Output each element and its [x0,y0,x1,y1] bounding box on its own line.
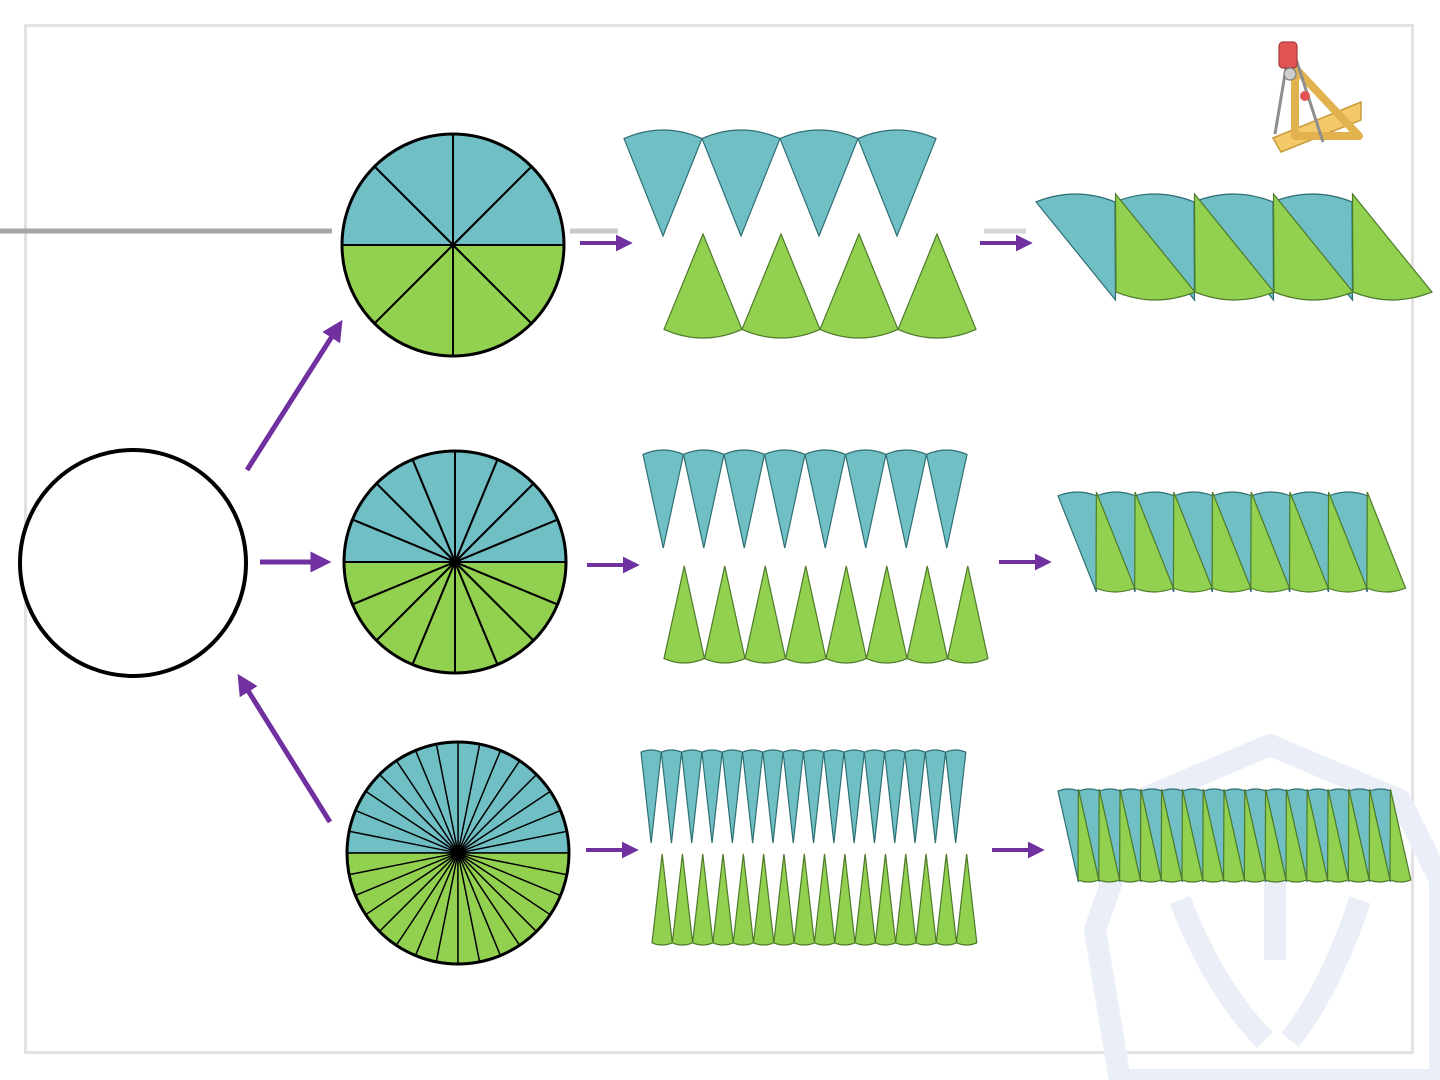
compass-ruler-icon [1271,41,1363,153]
piece-top [802,749,825,844]
piece-top [623,129,703,238]
piece-top [823,749,845,844]
piece-top [762,749,784,844]
branch-arrow [244,319,343,472]
piece-bottom [773,853,795,946]
piece-bottom [906,565,949,664]
piece-top [844,449,887,549]
piece-bottom [854,853,876,946]
piece-top [857,129,937,238]
strip-piece-bottom [1351,192,1433,301]
piece-bottom [651,853,673,946]
source-circle [18,448,248,678]
piece-top [682,449,725,549]
piece-bottom [793,853,816,946]
piece-bottom [813,853,836,946]
piece-top [721,749,744,844]
piece-bottom [874,853,897,946]
piece-bottom [834,853,856,946]
piece-top [723,449,766,549]
piece-bottom [819,232,899,339]
row-16-sectors [342,449,1407,675]
piece-top [925,449,968,549]
divided-circle-outline [340,132,566,358]
piece-top [782,749,805,844]
piece-top [863,749,886,844]
piece-top [660,749,683,844]
piece-top [804,449,847,549]
piece-bottom [897,232,977,339]
piece-bottom [752,853,775,946]
piece-top [640,749,662,844]
strip-piece-bottom [1366,491,1407,593]
piece-bottom [935,853,958,946]
divided-circle-outline [342,449,568,675]
piece-top [741,749,764,844]
row-32-sectors [345,740,1412,966]
piece-bottom [946,565,989,664]
piece-top [924,749,947,844]
piece-bottom [741,232,821,339]
piece-top [843,749,865,844]
piece-bottom [663,565,706,664]
piece-top [680,749,703,844]
piece-bottom [744,565,787,664]
piece-bottom [894,853,917,946]
row-8-sectors [340,129,1433,358]
piece-bottom [703,565,746,664]
piece-bottom [663,232,743,339]
piece-top [779,129,859,238]
piece-top [701,129,781,238]
piece-bottom [865,565,908,664]
piece-top [701,749,723,844]
piece-top [763,449,806,549]
divided-circle-outline [345,740,571,966]
piece-top [642,449,685,549]
piece-bottom [712,853,734,946]
piece-bottom [671,853,694,946]
strip-piece-bottom [1389,788,1412,883]
piece-bottom [825,565,868,664]
piece-bottom [691,853,714,946]
strip-piece-top [1057,491,1098,593]
piece-top [883,749,906,844]
piece-top [944,749,967,844]
piece-bottom [915,853,937,946]
piece-bottom [955,853,978,946]
strip-piece-top [1057,788,1080,883]
strip-piece-top [1035,193,1117,302]
branch-arrow [237,673,333,824]
piece-bottom [732,853,755,946]
piece-bottom [784,565,827,664]
piece-top [885,449,928,549]
piece-top [904,749,926,844]
